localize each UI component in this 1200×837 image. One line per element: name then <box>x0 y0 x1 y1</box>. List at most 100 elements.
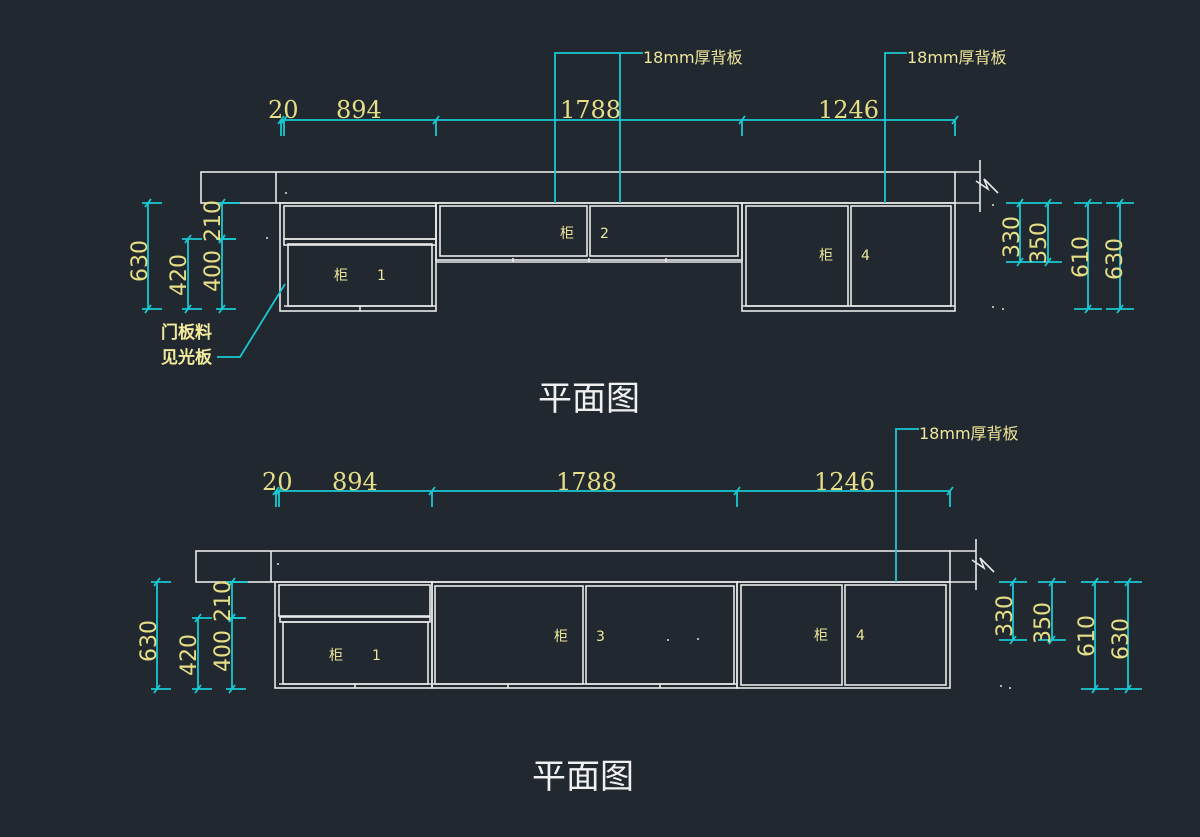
dimension-tick <box>1044 257 1052 267</box>
cabinet-1-door <box>282 621 429 685</box>
dimension-tick <box>738 115 746 125</box>
door-material-note: 门板料 <box>161 322 212 343</box>
dimension-tick <box>153 577 161 587</box>
cabinet-4-right-door <box>844 584 947 686</box>
cabinet-4-left-door <box>740 584 843 686</box>
cabinet-label: 柜 <box>554 629 568 645</box>
dimension-lines <box>151 428 1142 694</box>
dimension-tick <box>277 115 285 125</box>
dimension-tick <box>218 234 226 244</box>
cabinet-label: 柜 <box>814 628 828 644</box>
break-line-symbol <box>975 178 999 194</box>
dimension-tick <box>275 486 283 496</box>
dimension-tick <box>280 115 288 125</box>
dim-right-330: 330 <box>993 595 1018 637</box>
dim-1788: 1788 <box>556 468 617 496</box>
dim-left-630: 630 <box>137 620 162 662</box>
dimension-tick <box>194 613 202 623</box>
countertop-outline <box>195 550 951 583</box>
dimension-tick <box>1091 577 1099 587</box>
cabinet-2-carcass <box>435 202 743 261</box>
cabinet-label: 柜 <box>329 648 343 664</box>
dimension-tick <box>1048 577 1056 587</box>
dimension-tick <box>228 613 236 623</box>
dimension-tick <box>1084 304 1092 314</box>
dimension-tick <box>1044 198 1052 208</box>
dim-left-400: 400 <box>211 630 236 672</box>
dimension-tick <box>184 234 192 244</box>
dimension-tick <box>733 486 741 496</box>
dimension-tick <box>1009 577 1017 587</box>
cabinet-outlines <box>200 160 1004 312</box>
dimension-tick <box>228 684 236 694</box>
dimension-tick <box>218 304 226 314</box>
dim-right-350: 350 <box>1031 602 1056 644</box>
dim-894: 894 <box>332 468 378 496</box>
dim-right-630: 630 <box>1109 618 1134 660</box>
break-line-symbol <box>971 557 995 573</box>
dimension-tick <box>153 684 161 694</box>
cabinet-number: 3 <box>596 629 605 645</box>
point-marker <box>667 639 669 641</box>
dim-20: 20 <box>268 96 299 124</box>
dimension-tick <box>946 486 954 496</box>
dimension-tick <box>1009 635 1017 645</box>
dimension-tick <box>1091 684 1099 694</box>
view-title: 平面图 <box>538 379 640 419</box>
dimension-tick <box>1116 198 1124 208</box>
point-marker <box>992 306 994 308</box>
dim-20: 20 <box>262 468 293 496</box>
cabinet-number: 4 <box>856 628 865 644</box>
dimension-tick <box>272 486 280 496</box>
dim-1246: 1246 <box>814 468 875 496</box>
cabinet-1-upper <box>283 205 437 240</box>
dim-left-210: 210 <box>211 580 236 622</box>
cabinet-1-upper <box>278 584 431 617</box>
point-marker <box>1009 687 1011 689</box>
point-marker <box>1002 308 1004 310</box>
leader-back-panel <box>554 52 643 203</box>
dimension-tick <box>144 304 152 314</box>
dim-1246: 1246 <box>818 96 879 124</box>
back-panel-note: 18mm厚背板 <box>643 48 743 67</box>
cabinet-4-carcass <box>741 202 956 312</box>
cabinet-number: 1 <box>377 268 386 284</box>
dimension-tick <box>432 115 440 125</box>
cabinet-number: 2 <box>600 226 609 242</box>
leader-door-note <box>217 283 286 358</box>
cabinet-1-door <box>287 243 433 307</box>
dim-right-330: 330 <box>1000 216 1025 258</box>
point-marker <box>285 192 287 194</box>
dim-left-420: 420 <box>167 254 192 296</box>
dim-left-210: 210 <box>201 200 226 242</box>
visible-panel-note: 见光板 <box>161 347 213 368</box>
cabinet-1-carcass <box>279 202 437 312</box>
cabinet-4-carcass <box>736 581 951 689</box>
plan-view-top: 20 894 1788 1246 630 420 400 210 330 350… <box>128 48 1134 419</box>
dim-right-630: 630 <box>1103 238 1128 280</box>
dimension-tick <box>194 684 202 694</box>
leader-back-panel <box>884 52 907 203</box>
point-marker <box>266 237 268 239</box>
cabinet-1-carcass <box>274 581 433 689</box>
cabinet-label: 柜 <box>560 226 574 242</box>
point-marker <box>697 638 699 640</box>
dimension-tick <box>1016 198 1024 208</box>
dimension-tick <box>1016 257 1024 267</box>
dim-right-350: 350 <box>1027 222 1052 264</box>
dim-left-630: 630 <box>128 240 153 282</box>
dimension-tick <box>1124 577 1132 587</box>
point-marker <box>1000 685 1002 687</box>
back-panel-note: 18mm厚背板 <box>907 48 1007 67</box>
cabinet-3-right-door <box>585 585 735 685</box>
dimension-lines <box>142 52 1134 358</box>
leader-back-panel <box>895 428 919 582</box>
cabinet-2-left-door <box>439 205 588 257</box>
plan-view-bottom: 20 894 1788 1246 630 420 400 210 330 350… <box>137 424 1142 797</box>
dimension-tick <box>144 198 152 208</box>
cabinet-outlines <box>195 539 1011 689</box>
dim-right-610: 610 <box>1075 615 1100 657</box>
dimension-tick <box>1084 198 1092 208</box>
cabinet-number: 1 <box>372 648 381 664</box>
dimension-tick <box>951 115 959 125</box>
